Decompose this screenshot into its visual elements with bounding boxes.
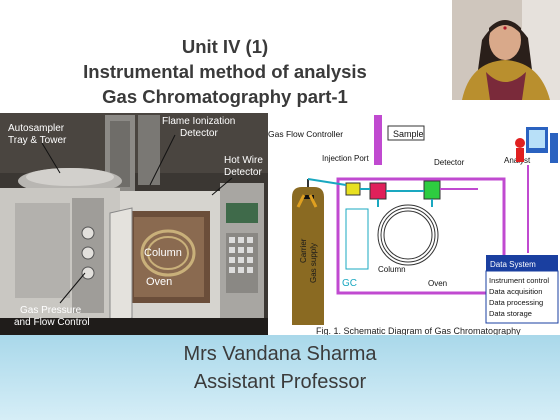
detector-box xyxy=(423,180,441,200)
presenter-role: Assistant Professor xyxy=(193,371,367,393)
diagram-caption: Fig. 1. Schematic Diagram of Gas Chromat… xyxy=(316,326,521,335)
data-item-1: Instrument control xyxy=(489,276,549,285)
gc-housing xyxy=(345,208,369,270)
diagram-gc-label: GC xyxy=(342,278,357,289)
label-hot-wire-2: Detector xyxy=(224,167,262,178)
sample-syringe xyxy=(374,115,382,165)
label-oven: Oven xyxy=(146,276,172,288)
label-hot-wire-1: Hot Wire xyxy=(224,155,263,166)
diagram-detector-label: Detector xyxy=(434,158,465,167)
label-gas-pressure-1: Gas Pressure xyxy=(20,305,82,316)
label-autosampler-1: Autosampler xyxy=(8,123,65,134)
gc-schematic-diagram: Sample Gas Flow Controller Injection Por… xyxy=(268,113,560,335)
data-system-box xyxy=(486,255,558,271)
title-line-1: Unit IV (1) xyxy=(181,36,269,57)
diagram-injection-port-label: Injection Port xyxy=(322,154,369,163)
presenter-name: Mrs Vandana Sharma xyxy=(183,343,377,365)
presenter-footer: Mrs Vandana Sharma Assistant Professor xyxy=(0,335,560,420)
slide-title: Unit IV (1) Instrumental method of analy… xyxy=(0,34,450,109)
label-gas-pressure-2: and Flow Control xyxy=(14,317,90,328)
diagram-sample-label: Sample xyxy=(393,129,424,139)
gc-instrument-photo: Autosampler Tray & Tower Flame Ionizatio… xyxy=(0,113,268,335)
label-autosampler-2: Tray & Tower xyxy=(8,135,67,146)
presenter-webcam xyxy=(452,0,560,100)
diagram-data-system-label: Data System xyxy=(490,260,536,269)
title-line-3: Gas Chromatography part-1 xyxy=(102,86,348,107)
diagram-carrier-label-1: Carrier xyxy=(299,238,308,263)
carrier-gas-cylinder xyxy=(292,178,347,325)
presenter-avatar xyxy=(452,0,560,100)
label-column: Column xyxy=(144,247,182,259)
data-system-list xyxy=(485,270,559,324)
diagram-gas-flow-label: Gas Flow Controller xyxy=(268,129,343,139)
diagram-oven-label: Oven xyxy=(428,279,447,288)
oven-frame xyxy=(336,177,506,295)
injection-port-box xyxy=(369,182,387,200)
data-item-2: Data acquisition xyxy=(489,287,542,296)
flow-controller-box xyxy=(345,182,361,196)
diagram-column-label: Column xyxy=(378,265,406,274)
diagram-carrier-label-2: Gas supply xyxy=(309,243,318,283)
analyst-computer-icon xyxy=(515,127,558,163)
label-fid-2: Detector xyxy=(180,128,218,139)
title-line-2: Instrumental method of analysis xyxy=(83,61,367,82)
sample-box xyxy=(387,125,425,141)
data-item-3: Data processing xyxy=(489,298,543,307)
data-item-4: Data storage xyxy=(489,309,532,318)
label-fid-1: Flame Ionization xyxy=(162,116,235,127)
column-coil xyxy=(377,204,439,266)
